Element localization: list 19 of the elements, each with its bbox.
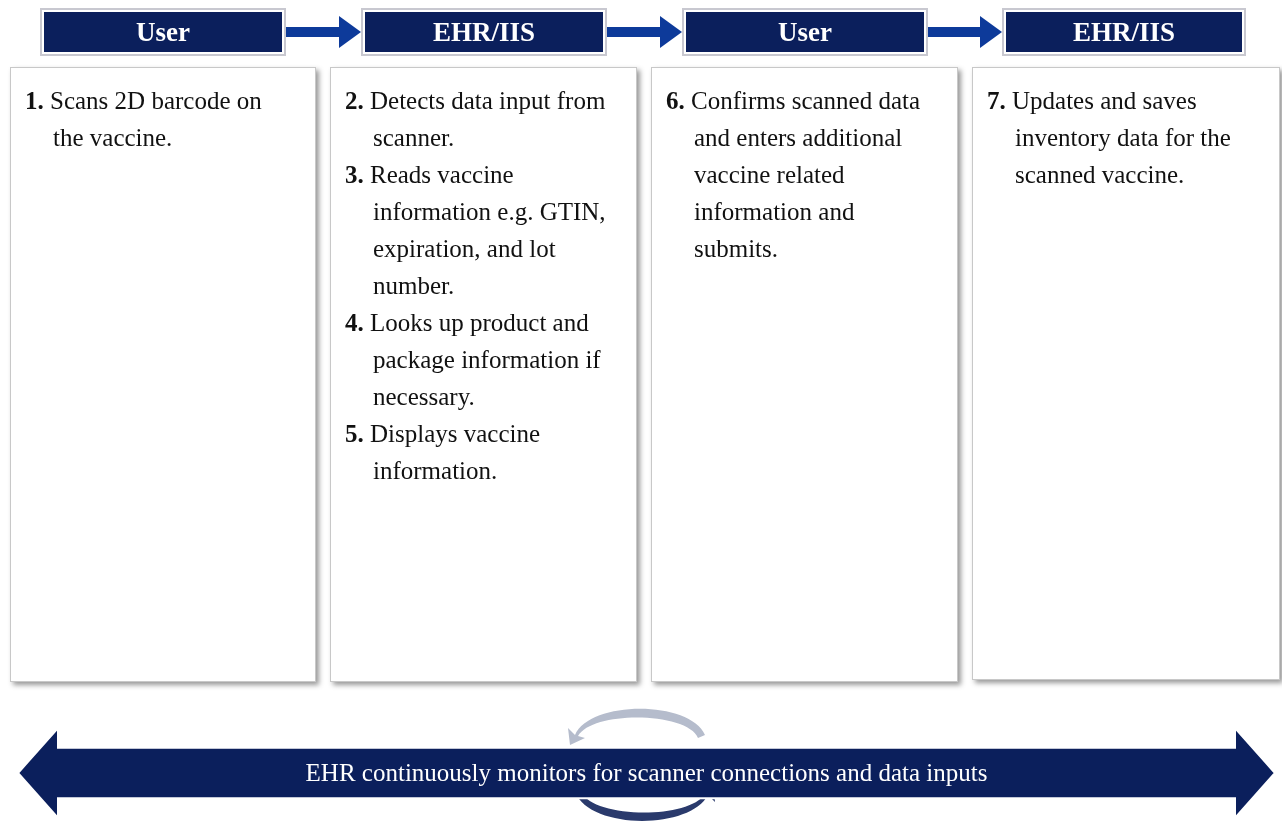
step-panel bbox=[330, 67, 637, 682]
arrow bbox=[607, 16, 682, 48]
banner-text: EHR continuously monitors for scanner connections and data inputs bbox=[304, 758, 989, 788]
step-text: 5. Displays vaccine information. bbox=[345, 419, 542, 486]
step-text: 3. Reads vaccine information e.g. GTIN, expiration, and lot number. bbox=[345, 160, 606, 301]
step-text: 6. Confirms scanned data and enters additional vaccine related information and submits. bbox=[666, 86, 922, 264]
actor-header: EHR/IIS bbox=[363, 10, 605, 54]
step-text: 4. Looks up product and package information if necessary. bbox=[345, 308, 602, 412]
step-text: 2. Detects data input from scanner. bbox=[345, 86, 606, 153]
actor-header: EHR/IIS bbox=[1004, 10, 1244, 54]
step-text: 1. Scans 2D barcode on the vaccine. bbox=[25, 86, 263, 153]
step-text: 7. Updates and saves inventory data for the scanned vaccine. bbox=[987, 86, 1232, 190]
actor-header: User bbox=[42, 10, 284, 54]
step-panel bbox=[10, 67, 316, 682]
actor-header: User bbox=[684, 10, 926, 54]
step-panel bbox=[651, 67, 958, 682]
arrow bbox=[928, 16, 1002, 48]
step-panel bbox=[972, 67, 1280, 680]
arrow bbox=[286, 16, 361, 48]
